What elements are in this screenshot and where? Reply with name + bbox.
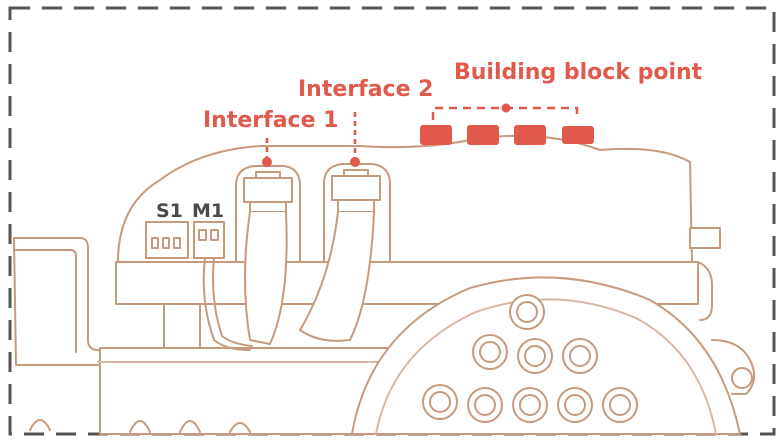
interface-2-dot (350, 157, 360, 167)
chassis-base (13, 237, 401, 435)
callout-dots (262, 103, 511, 167)
right-side-support (711, 339, 756, 395)
label-s1: S1 (156, 200, 183, 222)
building-block-points (420, 125, 594, 145)
label-interface-1: Interface 1 (203, 108, 338, 133)
interface-2-port (299, 163, 391, 342)
label-building-block-point: Building block point (454, 60, 703, 85)
block-point-dot (501, 103, 511, 113)
block-point-1 (420, 125, 452, 145)
block-point-2 (467, 125, 499, 145)
interface-1-port (235, 165, 301, 345)
interface-1-dot (262, 157, 272, 167)
block-point-4 (562, 126, 594, 144)
front-wheel (351, 276, 741, 435)
block-point-3 (514, 125, 546, 145)
label-m1: M1 (192, 200, 224, 222)
support-post (163, 303, 201, 349)
m1-connector (193, 221, 253, 351)
rear-wheel-cutouts (29, 419, 251, 433)
label-interface-2: Interface 2 (298, 77, 433, 102)
s1-connector (145, 221, 189, 259)
